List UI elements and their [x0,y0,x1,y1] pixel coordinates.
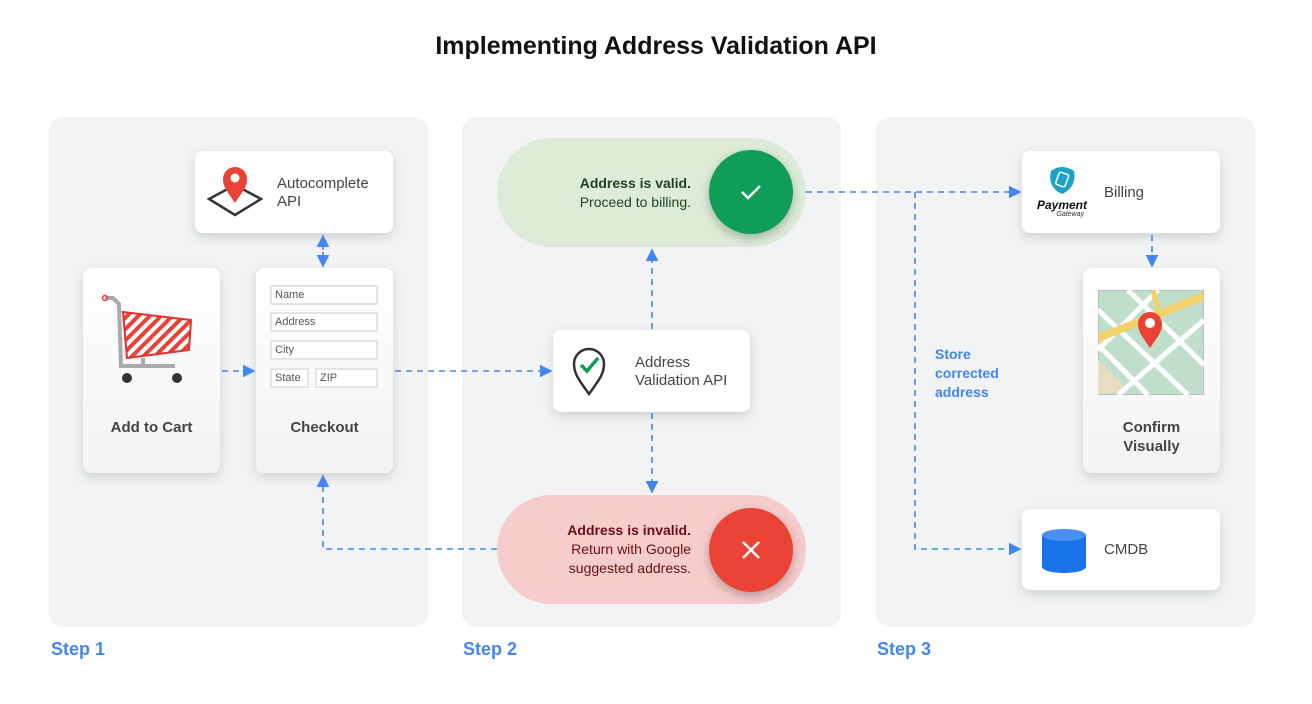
name-field[interactable]: Name [270,285,378,305]
map-pin-icon [207,167,263,217]
checkout-label: Checkout [290,419,359,436]
address-field[interactable]: Address [270,312,378,332]
step-2-label: Step 2 [463,639,518,659]
checkmark-icon [709,150,793,234]
zip-field[interactable]: ZIP [315,368,378,388]
address-valid-pill: Address is valid.Proceed to billing. [497,138,806,247]
billing-label: Billing [1104,184,1145,201]
x-icon [709,508,793,592]
page-title: Implementing Address Validation API [435,32,877,60]
payment-gateway-logo: Payment Gateway [1034,165,1090,218]
step-1-label: Step 1 [51,639,106,659]
payment-gateway-icon [1050,167,1075,194]
map-icon [1098,290,1204,395]
step-3-label: Step 3 [877,639,932,659]
state-field[interactable]: State [270,368,309,388]
cmdb-card: CMDB [1022,509,1220,590]
validation-pin-icon [572,347,606,396]
database-icon [1042,529,1086,573]
checkout-card: Name Address City State ZIP Checkout [256,268,393,473]
billing-card: Payment Gateway Billing [1022,151,1220,233]
add-to-cart-label: Add to Cart [110,419,193,436]
city-field[interactable]: City [270,340,378,360]
cmdb-label: CMDB [1104,541,1149,558]
valid-text: Address is valid.Proceed to billing. [579,175,691,210]
shopping-cart-icon [101,294,193,383]
add-to-cart-card: Add to Cart [83,268,220,473]
